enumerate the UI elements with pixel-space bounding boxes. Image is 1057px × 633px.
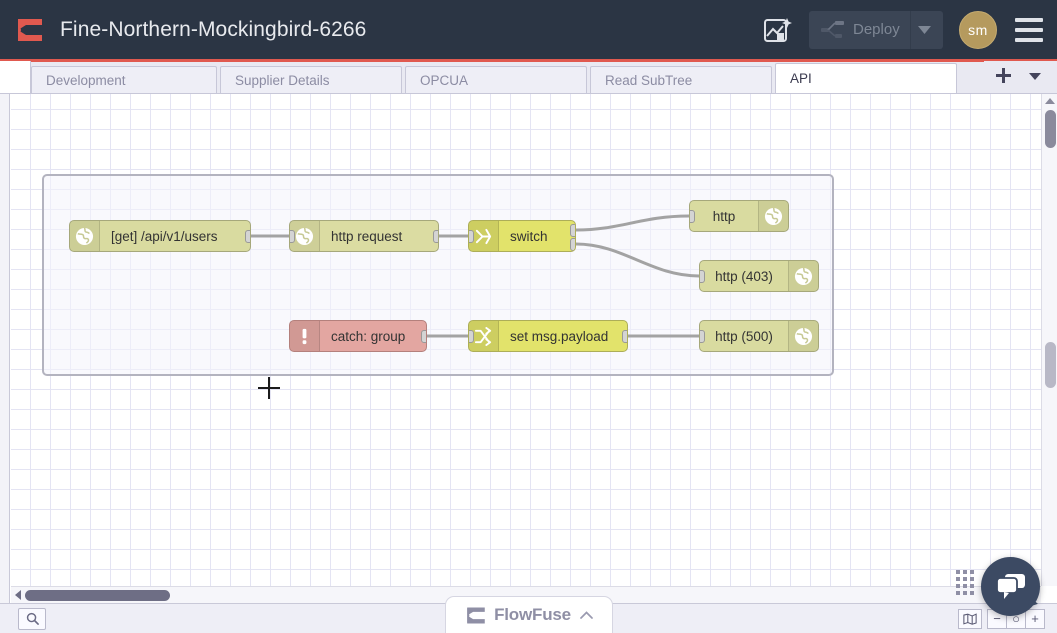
change-icon xyxy=(469,321,499,351)
node-input-port[interactable] xyxy=(469,230,474,243)
node-label: http xyxy=(712,208,736,224)
drag-handle-icon[interactable] xyxy=(956,570,974,598)
search-input[interactable] xyxy=(18,607,46,630)
avatar[interactable]: sm xyxy=(959,10,997,49)
node-input-port[interactable] xyxy=(469,330,474,343)
palette-collapsed-strip[interactable] xyxy=(0,94,10,633)
tab-label: Supplier Details xyxy=(235,72,330,88)
deploy-button[interactable]: Deploy xyxy=(809,10,943,49)
tabbar-actions xyxy=(984,61,1057,93)
node-label: set msg.payload xyxy=(510,328,609,344)
flowfuse-logo-icon[interactable] xyxy=(16,17,44,43)
add-tab-button[interactable] xyxy=(984,67,1023,87)
node-output-port[interactable] xyxy=(245,230,250,243)
flowfuse-brand-pill[interactable]: FlowFuse xyxy=(445,596,613,633)
deploy-nodes-icon xyxy=(819,20,849,40)
canvas-vertical-scrollbar[interactable] xyxy=(1041,94,1057,586)
node-label: http (500) xyxy=(715,328,773,344)
tab-label: API xyxy=(790,71,812,86)
tab-opcua[interactable]: OPCUA xyxy=(405,66,587,93)
node-output-port-2[interactable] xyxy=(570,238,575,251)
node-http-response[interactable]: http xyxy=(689,200,789,232)
crosshair-cursor xyxy=(258,377,280,399)
chevron-up-icon[interactable] xyxy=(580,608,593,622)
zoom-in-button[interactable]: + xyxy=(1025,608,1045,629)
node-label: catch: group xyxy=(331,328,406,344)
vertical-scroll-thumb[interactable] xyxy=(1045,110,1056,148)
header-actions: Deploy sm xyxy=(761,0,1057,59)
node-output-port[interactable] xyxy=(433,230,438,243)
chat-bubble-button[interactable] xyxy=(981,557,1040,616)
globe-icon xyxy=(788,261,818,291)
search-icon xyxy=(26,612,39,625)
node-http-in[interactable]: [get] /api/v1/users xyxy=(69,220,251,252)
app-header: Fine-Northern-Mockingbird-6266 Deploy xyxy=(0,0,1057,62)
canvas-horizontal-scrollbar[interactable] xyxy=(11,586,1041,603)
tab-label: Read SubTree xyxy=(605,72,693,88)
navigator-map-icon xyxy=(963,612,977,625)
tab-supplier-details[interactable]: Supplier Details xyxy=(220,66,402,93)
node-http-response-500[interactable]: http (500) xyxy=(699,320,819,352)
horizontal-scroll-thumb[interactable] xyxy=(25,589,170,601)
node-output-port[interactable] xyxy=(421,330,426,343)
node-output-port-1[interactable] xyxy=(570,224,575,237)
navigator-map-button[interactable] xyxy=(958,608,982,629)
node-label: switch xyxy=(510,228,548,244)
node-label: [get] /api/v1/users xyxy=(111,228,218,244)
page-title: Fine-Northern-Mockingbird-6266 xyxy=(60,17,367,41)
node-input-port[interactable] xyxy=(700,330,705,343)
node-label: http request xyxy=(331,228,403,244)
scroll-left-arrow-icon[interactable] xyxy=(15,590,21,600)
tabbar-left-stub xyxy=(0,61,31,93)
ai-assistant-icon[interactable] xyxy=(761,13,795,47)
globe-icon xyxy=(70,221,100,251)
vertical-scroll-thumb-secondary[interactable] xyxy=(1045,342,1056,388)
hamburger-menu-icon[interactable] xyxy=(1015,17,1043,42)
tab-development[interactable]: Development xyxy=(31,66,217,93)
node-catch[interactable]: catch: group xyxy=(289,320,427,352)
flow-tab-bar: Development Supplier Details OPCUA Read … xyxy=(0,61,1057,94)
tab-label: OPCUA xyxy=(420,72,469,88)
tab-read-subtree[interactable]: Read SubTree xyxy=(590,66,772,93)
node-label: http (403) xyxy=(715,268,773,284)
tab-label: Development xyxy=(46,72,126,88)
tab-api[interactable]: API xyxy=(775,63,957,93)
chat-bubble-icon xyxy=(995,574,1025,599)
node-input-port[interactable] xyxy=(690,210,695,223)
globe-icon xyxy=(758,201,788,231)
flowfuse-brand-label: FlowFuse xyxy=(494,605,571,624)
node-http-response-403[interactable]: http (403) xyxy=(699,260,819,292)
node-http-request[interactable]: http request xyxy=(289,220,439,252)
switch-icon xyxy=(469,221,499,251)
node-switch[interactable]: switch xyxy=(468,220,576,252)
flowfuse-logo-icon xyxy=(467,606,485,624)
node-input-port[interactable] xyxy=(700,270,705,283)
node-change[interactable]: set msg.payload xyxy=(468,320,628,352)
deploy-label: Deploy xyxy=(853,21,900,38)
globe-icon xyxy=(290,221,320,251)
scroll-up-arrow-icon[interactable] xyxy=(1045,98,1055,104)
tab-list-menu-button[interactable] xyxy=(1023,71,1047,83)
flow-canvas[interactable]: [get] /api/v1/users http request switch … xyxy=(11,94,1041,586)
exclamation-icon xyxy=(290,321,320,351)
globe-icon xyxy=(788,321,818,351)
deploy-dropdown-caret[interactable] xyxy=(909,10,938,49)
node-output-port[interactable] xyxy=(622,330,627,343)
node-input-port[interactable] xyxy=(290,230,295,243)
